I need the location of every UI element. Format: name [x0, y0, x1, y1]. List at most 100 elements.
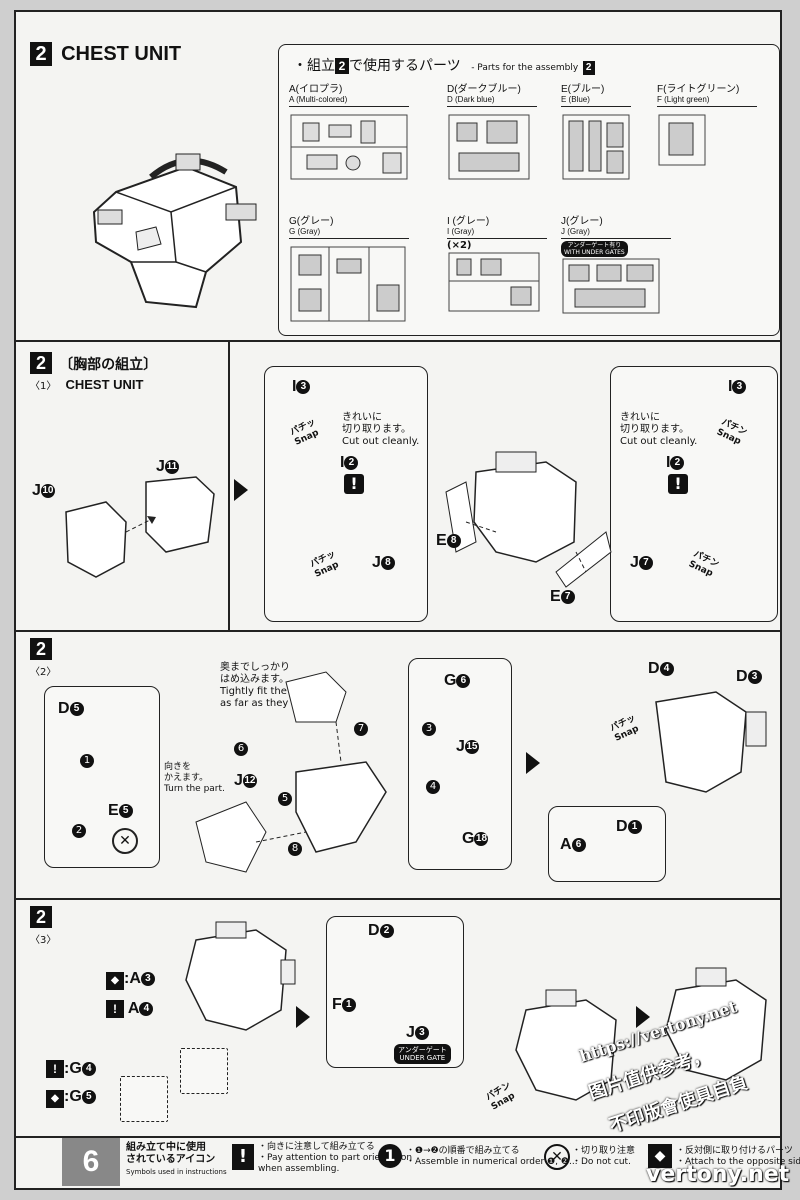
step-2-3-detail-panel	[326, 916, 464, 1068]
step-badge-6: 6	[234, 742, 248, 756]
flow-arrow	[234, 479, 248, 501]
parts-runner-g-jp: G(グレー)	[289, 216, 334, 227]
parts-runner-e-jp: E(ブルー)	[561, 84, 605, 95]
step-badge-5: 5	[278, 792, 292, 806]
parts-runner-i-jp: I (グレー)	[447, 216, 490, 227]
step-badge-8: 8	[288, 842, 302, 856]
parts-runner-j-en: J (Gray)	[561, 227, 590, 236]
step-number: 2	[30, 638, 52, 660]
parts-heading-jp2: で使用するパーツ	[349, 58, 461, 74]
runner-i-sprue	[448, 252, 540, 312]
step-2-3-detail-g5	[180, 1048, 228, 1094]
flow-arrow	[296, 1006, 310, 1028]
chest-final-illustration-mid	[515, 989, 617, 1101]
icon-legend: 6 組み立て中に使用されているアイコン Symbols used in inst…	[16, 1136, 800, 1188]
parts-runner-e-en: E (Blue)	[561, 95, 590, 104]
parts-runner-a-jp: A(イロプラ)	[289, 84, 343, 95]
cut-note-right: きれいに切り取ります。Cut out cleanly.	[620, 412, 698, 447]
parts-heading-en: - Parts for the assembly	[471, 63, 579, 73]
chest-unit-illustration	[92, 153, 257, 309]
step-number: 2	[30, 906, 52, 928]
chest-final-illustration-right	[665, 967, 767, 1081]
step-badge-7: 7	[354, 722, 368, 736]
parts-runner-g-en: G (Gray)	[289, 227, 321, 236]
parts-heading-num: 2	[335, 58, 349, 74]
step-2-1-heading: 2 〔胸部の組立〕 〈1〉 CHEST UNIT	[30, 352, 157, 393]
label-g18: G18	[462, 830, 489, 847]
step-badge-2: 2	[72, 824, 86, 838]
label-j12: J12	[234, 772, 257, 789]
opposite-side-icon: ◆	[648, 1144, 672, 1168]
label-j10: J10	[32, 482, 55, 499]
orientation-icon: !	[232, 1144, 254, 1170]
flow-arrow	[636, 1006, 650, 1028]
label-j15: J15	[456, 738, 479, 755]
orientation-icon: !	[668, 474, 688, 494]
parts-runner-j-jp: J(グレー)	[561, 216, 603, 227]
step-substep: 〈1〉	[30, 381, 57, 392]
runner-g-sprue	[290, 246, 406, 322]
step-2-3-heading: 2 〈3〉	[30, 906, 56, 947]
orientation-icon: !	[344, 474, 364, 494]
chest-assembly-illustration	[195, 671, 387, 873]
page-number: 6	[62, 1138, 120, 1186]
do-not-cut-icon: ✕	[112, 828, 138, 854]
step-2-2-detail-a6	[548, 806, 666, 882]
parts-runner-g: G(グレー)G (Gray)	[289, 217, 409, 328]
flow-arrow	[526, 752, 540, 774]
step-title-jp: 〔胸部の組立〕	[59, 357, 158, 373]
step-substep: 〈3〉	[30, 935, 57, 946]
step-2-2-detail-d5	[44, 686, 160, 868]
parts-heading-num-2: 2	[582, 61, 595, 75]
under-gate-badge-jp: アンダーゲート有り	[567, 242, 622, 249]
step-badge-3: 3	[422, 722, 436, 736]
legend-item-order: ・❶→❷の順番で組み立てる・Assemble in numerical orde…	[406, 1146, 578, 1167]
divider-line	[228, 342, 230, 630]
step-number: 2	[30, 42, 52, 66]
chest-side-illustration	[655, 691, 767, 793]
do-not-cut-icon: ✕	[544, 1144, 570, 1170]
chest-final-illustration-left	[185, 921, 296, 1031]
step-2-3-detail-g4	[120, 1076, 168, 1122]
cut-note-left: きれいに切り取ります。Cut out cleanly.	[342, 412, 420, 447]
step-2-2-detail-g6	[408, 658, 512, 870]
parts-runner-f: F(ライトグリーン)F (Light green)	[657, 85, 757, 176]
parts-runner-f-en: F (Light green)	[657, 95, 710, 104]
runner-a-sprue	[290, 114, 408, 180]
step-badge-4: 4	[426, 780, 440, 794]
parts-runner-a: A(イロプラ)A (Multi-colored)	[289, 85, 409, 186]
legend-title: 組み立て中に使用されているアイコン Symbols used in instru…	[126, 1142, 227, 1176]
step-2-2-heading: 2 〈2〉	[30, 638, 56, 679]
legend-item-opposite-side: ・反対側に取り付けるパーツ・Attach to the opposite sid…	[676, 1146, 800, 1167]
section-title: CHEST UNIT	[61, 43, 182, 65]
parts-runner-a-en: A (Multi-colored)	[289, 95, 348, 104]
runner-f-sprue	[658, 114, 706, 166]
step-badge-1: 1	[80, 754, 94, 768]
step-title-en: CHEST UNIT	[65, 377, 144, 392]
